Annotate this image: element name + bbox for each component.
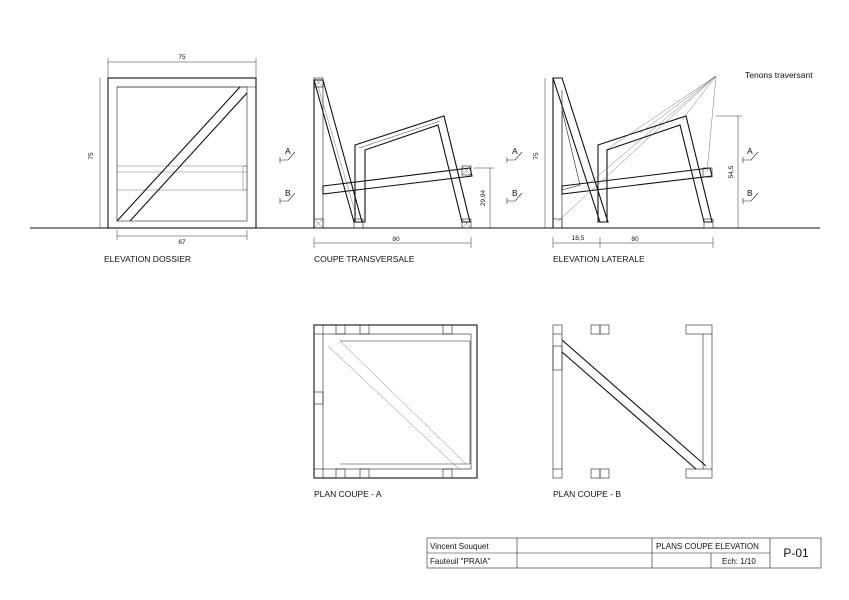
marker-b-left: B: [285, 188, 291, 198]
section-markers-right: A B: [742, 146, 759, 204]
dossier-width-label: 75: [178, 54, 186, 61]
coupe-transversale: 80 29,94 COUPE TRANSVERSALE: [313, 77, 494, 264]
sheet-title-label: PLANS COUPE ELEVATION: [656, 542, 759, 551]
plan-coupe-b: PLAN COUPE - B: [552, 324, 713, 499]
marker-b-middle: B: [512, 188, 518, 198]
caption-plan-coupe-b: PLAN COUPE - B: [553, 489, 621, 499]
project-label: Fauteuil "PRAIA": [430, 557, 491, 566]
caption-plan-coupe-a: PLAN COUPE - A: [314, 489, 382, 499]
author-label: Vincent Souquet: [430, 542, 489, 551]
marker-a-right: A: [747, 146, 753, 156]
laterale-arm-height-label: 54,5: [728, 165, 735, 178]
dossier-inner-label: 67: [178, 239, 186, 246]
section-markers-middle: A B: [506, 146, 523, 204]
marker-a-left: A: [285, 146, 291, 156]
caption-coupe-transversale: COUPE TRANSVERSALE: [314, 254, 415, 264]
elevation-dossier: 75 75 67 ELEVATION DOSSIER: [88, 54, 257, 264]
elevation-laterale: Tenons traversant 75 18,5 80 54,5 ELEVAT…: [533, 70, 813, 264]
caption-elevation-laterale: ELEVATION LATERALE: [553, 254, 645, 264]
section-markers-left: A B: [279, 146, 296, 204]
scale-label: Ech: 1/10: [722, 557, 756, 566]
sheet-number-label: P-01: [783, 546, 809, 560]
title-block: Vincent Souquet Fauteuil "PRAIA" PLANS C…: [426, 537, 822, 569]
marker-b-right: B: [747, 188, 753, 198]
marker-a-middle: A: [512, 146, 518, 156]
caption-elevation-dossier: ELEVATION DOSSIER: [104, 254, 191, 264]
coupe-seat-height-label: 29,94: [480, 189, 487, 206]
coupe-depth-label: 80: [392, 236, 400, 243]
plan-coupe-a: PLAN COUPE - A: [313, 324, 478, 499]
laterale-height-label: 75: [533, 152, 540, 160]
tenons-annotation: Tenons traversant: [745, 70, 813, 80]
laterale-depth-label: 80: [631, 236, 639, 243]
dossier-height-label: 75: [88, 152, 95, 160]
laterale-offset-label: 18,5: [572, 235, 585, 242]
